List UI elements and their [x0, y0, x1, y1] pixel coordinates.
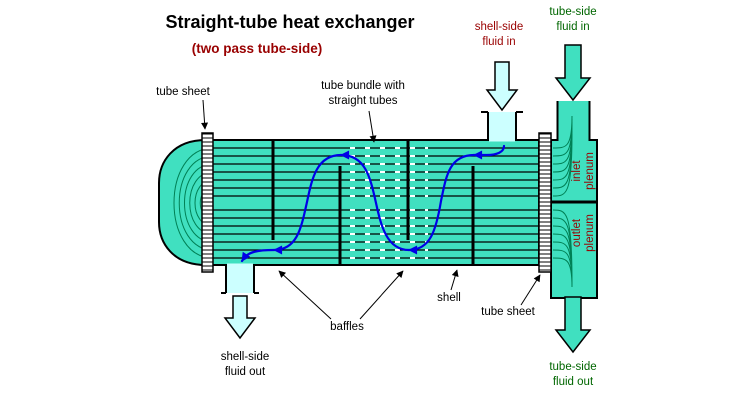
leader-baffle-right [359, 270, 404, 320]
vessel [158, 101, 598, 300]
shell-side-in-arrow [485, 61, 519, 112]
leader-tube-bundle [368, 110, 377, 143]
tube-side-out-arrow [554, 296, 592, 354]
shell-flow-seg-4 [272, 153, 343, 255]
inlet-plenum-flow-arcs [552, 115, 573, 197]
shell-inlet-nozzle-walls [481, 111, 523, 140]
page-title: Straight-tube heat exchanger [165, 12, 414, 32]
label-tube-bundle-line2: straight tubes [328, 95, 397, 107]
shell-body [158, 139, 540, 266]
shell-flow-seg-5 [240, 248, 276, 263]
outlet-plenum-flow-arcs [552, 209, 573, 288]
end-cap-flow-arcs [173, 147, 214, 259]
tube-inlet-pipe-walls [556, 101, 591, 141]
page-subtitle: (two pass tube-side) [192, 41, 323, 56]
leader-baffle-left [278, 270, 332, 320]
plenum-box [550, 139, 598, 299]
label-tube-side-out-line2: fluid out [553, 376, 594, 388]
shell-flow-seg-2 [407, 153, 476, 255]
shell-flow-seg-3 [339, 150, 411, 252]
flow-arrows [223, 44, 592, 354]
baffle-plates [271, 141, 475, 264]
shell-outlet-nozzle-walls [221, 265, 259, 294]
label-shell-side-out-line2: fluid out [225, 366, 266, 378]
label-outlet-plenum-line1: outlet [571, 218, 583, 247]
leader-tube-sheet-left [201, 99, 209, 130]
tube-bundle-lines [213, 147, 539, 259]
shell-inlet-nozzle-fluid [489, 112, 515, 142]
leader-shell [450, 269, 459, 291]
tube-inlet-pipe-fluid [558, 101, 589, 143]
shell-outlet-nozzle-fluid [227, 263, 253, 293]
shell-flow-seg-1 [472, 144, 506, 160]
label-tube-side-out-line1: tube-side [549, 361, 596, 373]
tube-sheet-right [538, 132, 552, 273]
label-shell-side-in-line1: shell-side [475, 21, 524, 33]
tube-sheet-left [201, 132, 214, 273]
label-shell-side-out-line1: shell-side [221, 351, 270, 363]
label-tube-side-in-line1: tube-side [549, 6, 596, 18]
label-tube-side-in-line2: fluid in [556, 21, 589, 33]
shell-flow-path [240, 144, 506, 263]
shell-side-out-arrow [223, 295, 257, 340]
label-shell-side-in-line2: fluid in [482, 36, 515, 48]
leader-tube-sheet-right [520, 274, 541, 306]
label-tube-sheet-right: tube sheet [481, 306, 536, 318]
label-shell: shell [437, 292, 461, 304]
tube-side-in-arrow [554, 44, 592, 102]
leader-lines [201, 99, 541, 320]
internals [173, 115, 573, 288]
label-inlet-plenum-line2: plenum [584, 152, 596, 190]
label-outlet-plenum-line2: plenum [584, 214, 596, 252]
label-tube-bundle-line1: tube bundle with [321, 80, 405, 92]
label-inlet-plenum-line1: inlet [571, 160, 583, 182]
diagram-labels: Straight-tube heat exchanger (two pass t… [156, 6, 597, 388]
label-tube-sheet-left: tube sheet [156, 86, 211, 98]
label-baffles: baffles [330, 321, 364, 333]
